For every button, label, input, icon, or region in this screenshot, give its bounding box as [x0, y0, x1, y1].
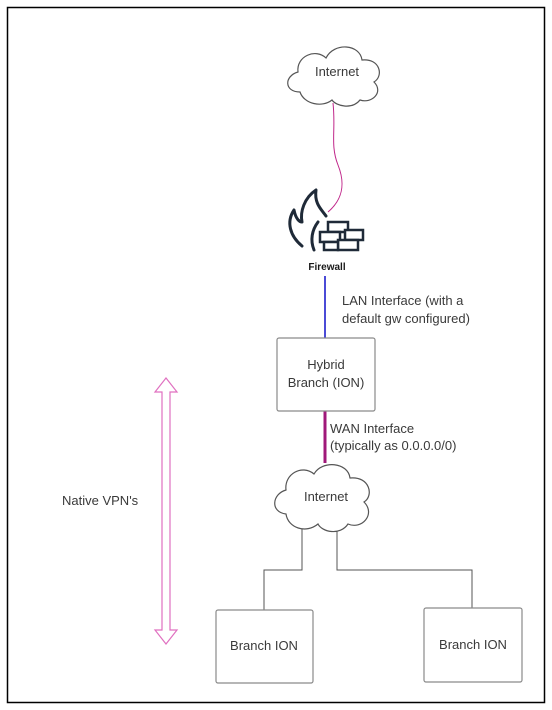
branch-left-label: Branch ION	[230, 638, 298, 653]
link-internet-firewall	[327, 102, 343, 213]
flame-icon	[288, 188, 328, 252]
branch-ion-right-node: Branch ION	[423, 607, 523, 683]
internet-top-label: Internet	[315, 64, 359, 79]
internet-cloud-mid: Internet	[274, 464, 370, 533]
branch-ion-left-node: Branch ION	[215, 609, 314, 684]
internet-cloud-top: Internet	[287, 46, 380, 107]
diagram-frame	[6, 6, 546, 704]
firewall-icon: Firewall	[288, 188, 365, 273]
wan-interface-label-line1: WAN Interface	[330, 421, 414, 436]
hybrid-branch-label-line2: Branch (ION)	[288, 375, 365, 390]
hybrid-branch-node: Hybrid Branch (ION)	[276, 337, 376, 412]
lan-interface-label-line2: default gw configured)	[342, 311, 470, 326]
internet-mid-label: Internet	[304, 489, 348, 504]
branch-right-label: Branch ION	[439, 637, 507, 652]
wan-interface-label-line2: (typically as 0.0.0.0/0)	[330, 438, 456, 453]
branch-links	[263, 528, 473, 610]
double-arrow-icon	[153, 377, 179, 645]
cloud-icon	[287, 46, 380, 107]
native-vpn-label: Native VPN's	[62, 493, 139, 508]
hybrid-branch-label-line1: Hybrid	[307, 357, 345, 372]
firewall-label: Firewall	[308, 262, 345, 273]
lan-interface-label-line1: LAN Interface (with a	[342, 293, 464, 308]
brick-wall-icon	[318, 220, 365, 252]
cloud-icon	[274, 464, 370, 533]
